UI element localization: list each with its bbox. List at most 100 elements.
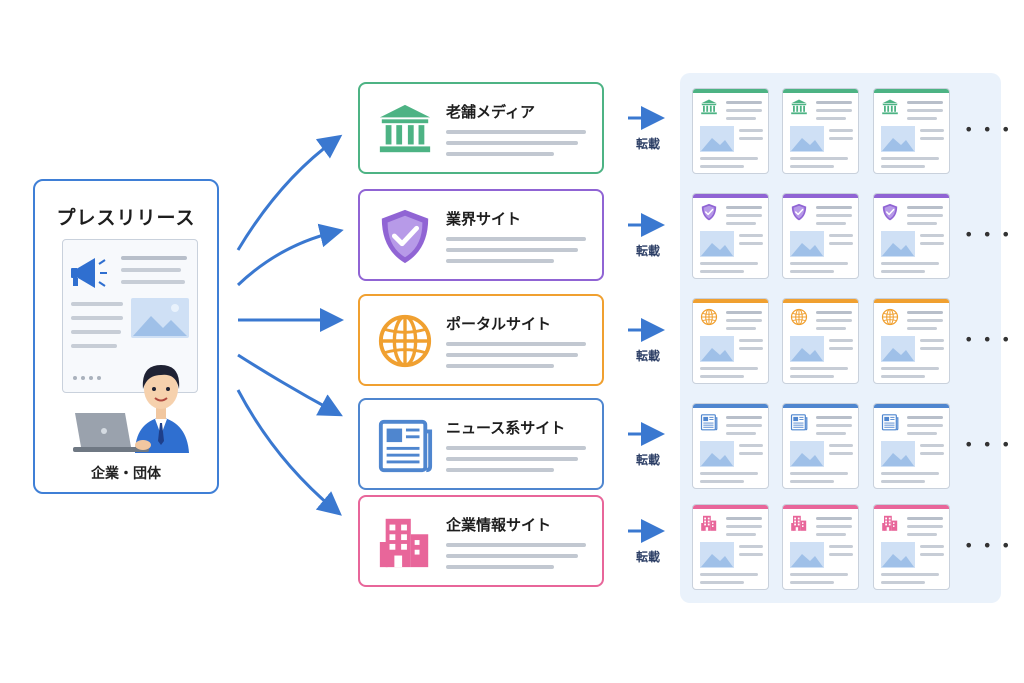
more-indicator: • • • (964, 225, 1013, 244)
card-icon (790, 308, 808, 330)
card-content (790, 416, 853, 483)
bank-icon-wrap (376, 100, 434, 162)
card-icon (700, 308, 718, 330)
more-indicator: • • • (964, 435, 1013, 454)
card-accent-bar (783, 404, 858, 408)
arrow-to-news (237, 353, 343, 417)
newspaper-icon (378, 419, 433, 473)
card-content (881, 416, 944, 483)
globe-icon (378, 314, 432, 368)
article-card-portal (782, 298, 859, 384)
card-accent-bar (874, 89, 949, 93)
card-accent-bar (783, 505, 858, 509)
press-release-title: プレスリリース (56, 207, 196, 229)
newspaper-icon-wrap (376, 416, 434, 478)
republish-label: 転載 (635, 550, 660, 564)
article-card-portal (692, 298, 769, 384)
article-card-traditional (782, 88, 859, 174)
media-text-lines (446, 130, 586, 156)
card-icon (790, 98, 808, 120)
card-icon (700, 413, 718, 435)
image-icon (881, 231, 915, 257)
republish-label: 転載 (635, 137, 660, 151)
image-icon (790, 542, 824, 568)
card-icon (790, 514, 808, 536)
bank-icon (791, 99, 807, 115)
card-content (881, 101, 944, 168)
card-content (700, 101, 763, 168)
shield-icon (882, 203, 898, 221)
arrow-to-corporate (236, 389, 342, 516)
card-accent-bar (783, 194, 858, 198)
media-label: ポータルサイト (446, 315, 552, 333)
article-card-traditional (692, 88, 769, 174)
shield-icon (701, 203, 717, 221)
card-icon (700, 514, 718, 536)
article-card-news (873, 403, 950, 489)
image-icon (700, 441, 734, 467)
image-icon (700, 231, 734, 257)
image-icon (700, 542, 734, 568)
building-icon (379, 518, 429, 568)
bank-icon (379, 104, 431, 153)
card-accent-bar (874, 299, 949, 303)
building-icon (882, 515, 898, 531)
card-icon (700, 98, 718, 120)
laptop-icon (73, 413, 149, 452)
globe-icon (700, 308, 718, 326)
image-icon (700, 336, 734, 362)
card-content (700, 517, 763, 584)
card-accent-bar (874, 194, 949, 198)
globe-icon (881, 308, 899, 326)
businessman-icon (73, 365, 189, 453)
image-icon (131, 298, 189, 338)
newspaper-icon (881, 414, 899, 431)
card-accent-bar (693, 404, 768, 408)
building-icon (701, 515, 717, 531)
image-icon (881, 126, 915, 152)
article-card-corporate (873, 504, 950, 590)
card-content (700, 311, 763, 378)
image-icon (881, 542, 915, 568)
card-icon (881, 514, 899, 536)
shield-icon-wrap (376, 207, 434, 269)
card-icon (700, 203, 718, 225)
article-card-industry (782, 193, 859, 279)
shield-icon (791, 203, 807, 221)
article-card-corporate (692, 504, 769, 590)
card-icon (790, 413, 808, 435)
card-accent-bar (783, 299, 858, 303)
article-card-news (692, 403, 769, 489)
card-content (790, 311, 853, 378)
image-icon (881, 336, 915, 362)
card-content (790, 206, 853, 273)
press-release-caption: 企業・団体 (91, 466, 161, 482)
card-content (790, 101, 853, 168)
republish-label: 転載 (635, 453, 660, 467)
media-label: 老舗メディア (446, 103, 535, 121)
media-box-industry: 業界サイト (358, 189, 604, 281)
card-accent-bar (693, 505, 768, 509)
media-box-traditional: 老舗メディア (358, 82, 604, 174)
card-content (881, 206, 944, 273)
media-text-lines (446, 342, 586, 368)
article-card-industry (692, 193, 769, 279)
media-box-corporate: 企業情報サイト (358, 495, 604, 587)
newspaper-icon (700, 414, 718, 431)
image-icon (790, 126, 824, 152)
media-box-news: ニュース系サイト (358, 398, 604, 490)
building-icon-wrap (376, 513, 434, 575)
card-icon (881, 413, 899, 435)
more-indicator: • • • (964, 536, 1013, 555)
image-icon (700, 126, 734, 152)
card-icon (790, 203, 808, 225)
image-icon (790, 441, 824, 467)
press-release-document (62, 239, 198, 393)
bank-icon (701, 99, 717, 115)
megaphone-icon (71, 258, 107, 288)
media-label: 企業情報サイト (446, 516, 552, 534)
building-icon (791, 515, 807, 531)
image-icon (790, 336, 824, 362)
image-icon (881, 441, 915, 467)
